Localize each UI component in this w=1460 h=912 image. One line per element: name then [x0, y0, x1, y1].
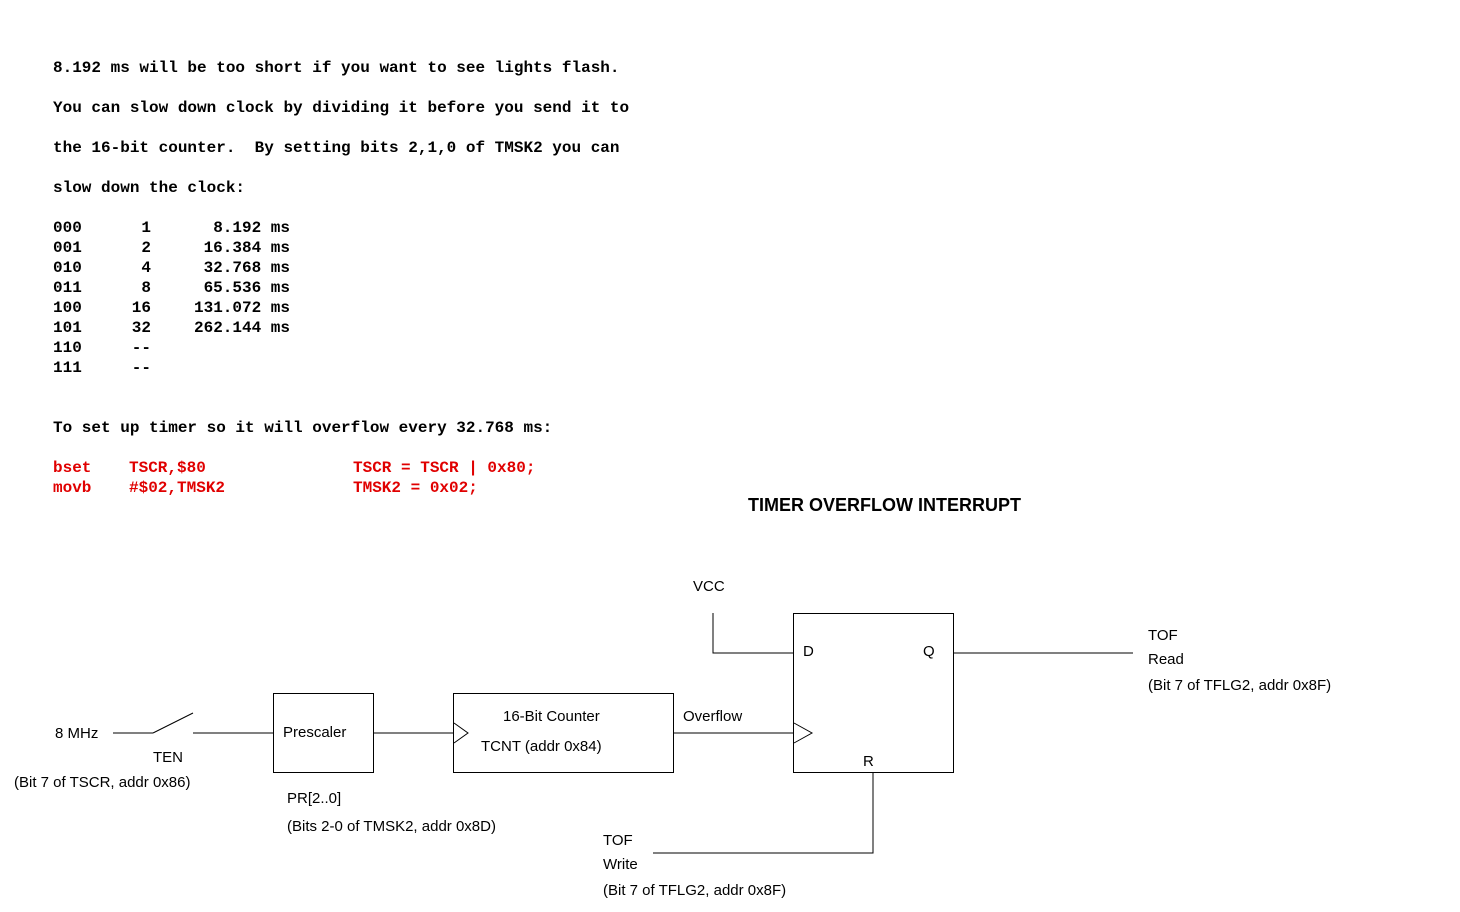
vcc-wire [712, 613, 793, 654]
flip-flop-clock-triangle [793, 722, 814, 744]
code-c-1: TSCR = TSCR | 0x80; [353, 459, 536, 477]
table-bits-cell: 110 [53, 339, 82, 357]
table-period-cell: 16.384 ms [203, 239, 290, 257]
table-bits-cell: 100 [53, 299, 82, 317]
code-asm-args-1: TSCR,$80 [129, 459, 206, 477]
code-c-2: TMSK2 = 0x02; [353, 479, 478, 497]
note-line-4: slow down the clock: [53, 179, 246, 197]
tof-write-note: (Bit 7 of TFLG2, addr 0x8F) [603, 882, 787, 899]
code-asm-op-2: movb [53, 479, 92, 497]
table-bits-cell: 101 [53, 319, 82, 337]
code-asm-op-1: bset [53, 459, 92, 477]
tof-write-label-2: Write [603, 856, 638, 873]
table-divisor-cell: -- [131, 359, 151, 377]
flip-flop-d-label: D [803, 643, 814, 660]
counter-box [453, 693, 674, 773]
table-bits-cell: 000 [53, 219, 82, 237]
table-divisor-cell: -- [131, 339, 151, 357]
table-divisor-cell: 16 [131, 299, 151, 317]
table-bits-cell: 001 [53, 239, 82, 257]
table-period-cell: 8.192 ms [213, 219, 290, 237]
table-divisor-cell: 32 [131, 319, 151, 337]
clock-label: 8 MHz [55, 725, 99, 742]
vcc-label: VCC [693, 578, 725, 595]
flip-flop-q-label: Q [923, 643, 935, 660]
note-line-3: the 16-bit counter. By setting bits 2,1,… [53, 139, 620, 157]
table-divisor-cell: 8 [141, 279, 151, 297]
reset-wire [653, 773, 874, 854]
table-period-cell: 32.768 ms [203, 259, 290, 277]
table-period-cell: 262.144 ms [193, 319, 290, 337]
setup-text: To set up timer so it will overflow ever… [53, 419, 553, 437]
ten-switch [152, 712, 194, 734]
table-bits-cell: 011 [53, 279, 82, 297]
table-bits-cell: 010 [53, 259, 82, 277]
counter-label: 16-Bit Counter [503, 708, 600, 725]
code-asm-args-2: #$02,TMSK2 [129, 479, 226, 497]
overflow-label: Overflow [683, 708, 743, 725]
switch-label: TEN [153, 749, 183, 766]
tof-read-label-1: TOF [1148, 627, 1178, 644]
table-divisor-cell: 1 [141, 219, 151, 237]
flip-flop-r-label: R [863, 753, 874, 770]
flip-flop-box [793, 613, 954, 773]
switch-note: (Bit 7 of TSCR, addr 0x86) [14, 774, 191, 791]
pr-note: (Bits 2-0 of TMSK2, addr 0x8D) [287, 818, 496, 835]
table-divisor-cell: 2 [141, 239, 151, 257]
counter-register-label: TCNT (addr 0x84) [481, 738, 602, 755]
table-bits-cell: 111 [53, 359, 82, 377]
prescaler-label: Prescaler [283, 724, 347, 741]
pr-label: PR[2..0] [287, 790, 342, 807]
tof-read-note: (Bit 7 of TFLG2, addr 0x8F) [1148, 677, 1332, 694]
note-line-2: You can slow down clock by dividing it b… [53, 99, 630, 117]
note-line-1: 8.192 ms will be too short if you want t… [53, 59, 620, 77]
table-divisor-cell: 4 [141, 259, 151, 277]
table-period-cell: 131.072 ms [193, 299, 290, 317]
table-period-cell: 65.536 ms [203, 279, 290, 297]
tof-read-label-2: Read [1148, 651, 1184, 668]
diagram-title: TIMER OVERFLOW INTERRUPT [748, 495, 1021, 515]
counter-clock-triangle [453, 722, 469, 744]
tof-write-label-1: TOF [603, 832, 633, 849]
